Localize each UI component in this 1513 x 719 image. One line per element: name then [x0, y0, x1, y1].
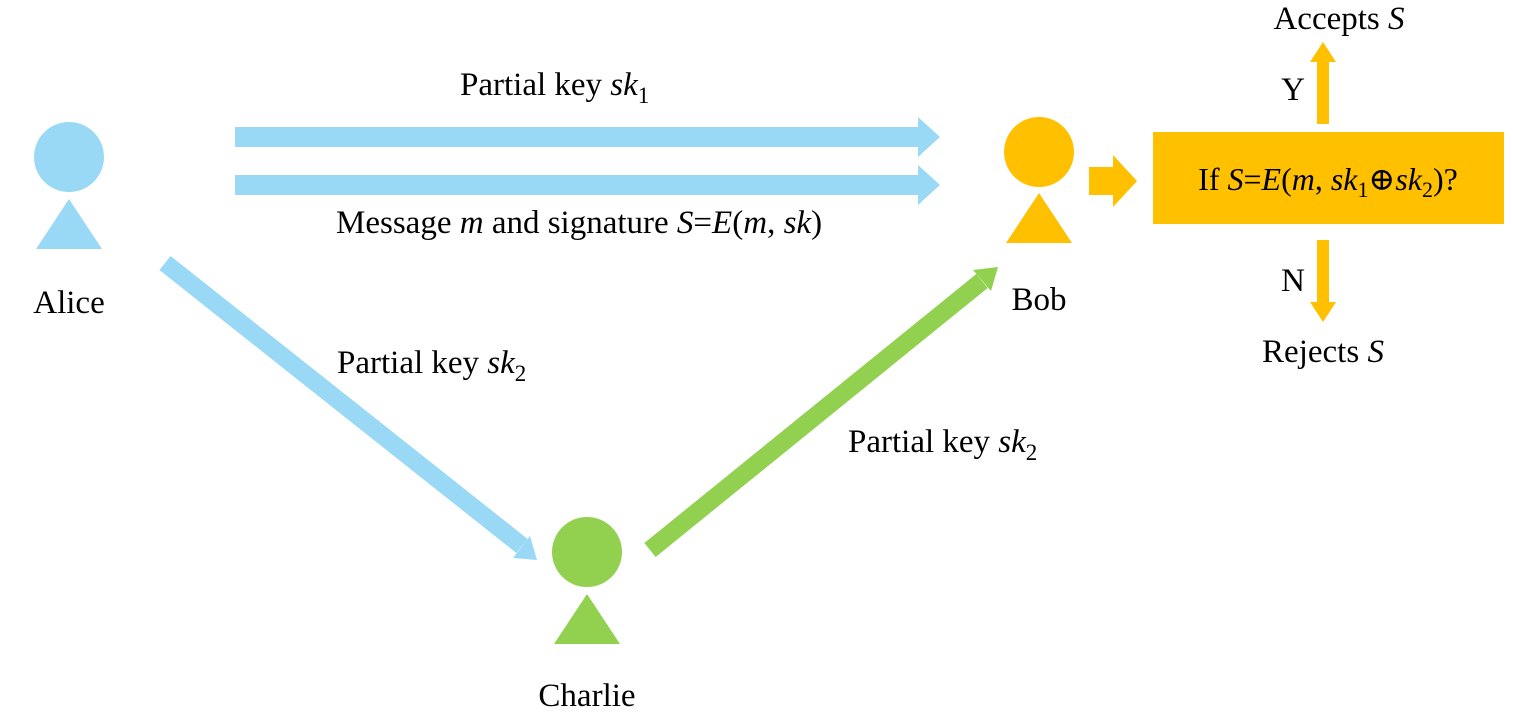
bob-label: Bob — [1011, 282, 1066, 318]
decision-no-label: N — [1281, 263, 1305, 299]
charlie-actor — [552, 517, 622, 644]
alice-actor — [34, 122, 104, 249]
alice-label: Alice — [33, 285, 104, 321]
decision-condition: If S=E(m, sk1⊕sk2)? — [1198, 161, 1458, 202]
charlie-head-icon — [552, 517, 622, 587]
bob-head-icon — [1004, 117, 1074, 187]
alice-charlie-partial-key-label: Partial key sk2 — [337, 345, 526, 386]
alice-bob-partial-key-arrow — [235, 117, 940, 157]
charlie-bob-arrow — [644, 267, 998, 557]
alice-bob-partial-key-label: Partial key sk1 — [460, 67, 649, 108]
charlie-bob-partial-key-label: Partial key sk2 — [848, 424, 1037, 465]
alice-bob-message-arrow — [235, 165, 940, 205]
alice-charlie-arrow — [159, 255, 537, 560]
decision-yes-arrow — [1310, 42, 1336, 124]
accepts-label: Accepts S — [1273, 1, 1404, 37]
alice-body-icon — [36, 199, 102, 249]
bob-actor — [1004, 117, 1074, 243]
bob-decision-arrow — [1089, 155, 1137, 207]
bob-body-icon — [1006, 193, 1072, 243]
decision-box — [1153, 132, 1504, 224]
decision-no-arrow — [1310, 240, 1336, 322]
rejects-label: Rejects S — [1262, 334, 1384, 370]
alice-bob-message-label: Message m and signature S=E(m, sk) — [336, 205, 822, 241]
decision-yes-label: Y — [1281, 72, 1305, 108]
alice-head-icon — [34, 122, 104, 192]
charlie-label: Charlie — [538, 678, 635, 714]
charlie-body-icon — [554, 594, 620, 644]
